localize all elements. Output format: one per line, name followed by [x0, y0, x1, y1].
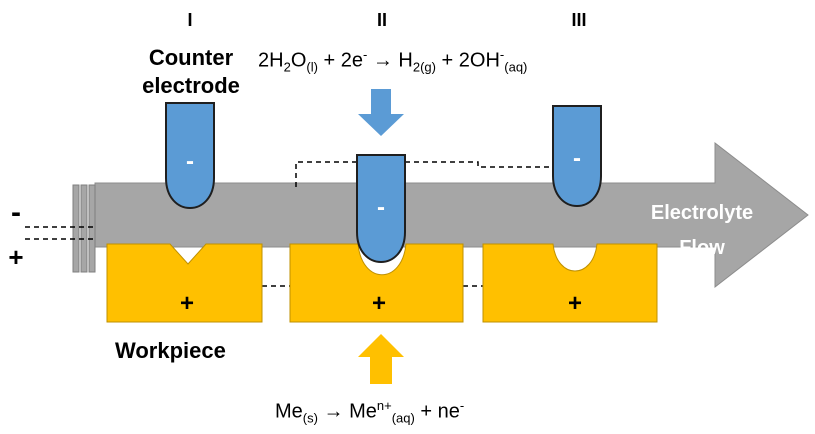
counter-electrode-3	[552, 105, 602, 207]
eq-sup: -	[459, 398, 465, 413]
workpiece-sign-1: +	[180, 290, 194, 317]
circuit-wiring	[25, 161, 552, 287]
workpiece-label: Workpiece	[115, 338, 226, 363]
cathode-reaction-arrow	[358, 89, 404, 136]
eq-sup: -	[362, 47, 368, 62]
eq-part: → H	[367, 49, 413, 72]
counter-electrode-label-line2: electrode	[142, 73, 240, 98]
eq-part: + 2e	[317, 49, 363, 72]
workpiece-block-3	[482, 243, 658, 323]
eq-sub: 2	[283, 59, 291, 75]
workpiece-block-1	[106, 243, 263, 323]
workpiece-sign-3: +	[568, 290, 582, 317]
counter-electrode-label-line1: Counter	[149, 45, 234, 70]
workpiece-block-2	[289, 243, 464, 323]
electrolyte-flow-arrow	[94, 141, 809, 289]
electrode-sign-2: -	[377, 194, 385, 221]
eq-part: 2H	[258, 49, 284, 72]
stage-label-3: III	[571, 10, 586, 30]
counter-electrode-2	[356, 154, 406, 263]
eq-part: + 2OH	[436, 49, 500, 72]
flow-channel-plate	[80, 184, 88, 273]
stage-label-1: I	[187, 10, 192, 30]
eq-part: + ne	[414, 400, 460, 423]
eq-sub: (aq)	[504, 59, 528, 75]
electrode-sign-3: -	[573, 145, 581, 172]
anode-reaction-arrow	[358, 334, 404, 384]
eq-part: → Me	[317, 400, 377, 423]
positive-terminal-sign: +	[8, 242, 23, 272]
anode-reaction-equation: Me(s) → Men+(aq) + ne-	[275, 398, 464, 426]
stage-label-2: II	[377, 10, 387, 30]
electrolyte-label-line2: Flow	[679, 237, 725, 259]
eq-sub: 2(g)	[412, 59, 436, 75]
eq-sup: -	[499, 47, 505, 62]
eq-sup: n+	[376, 398, 392, 413]
eq-sub: (s)	[302, 410, 318, 426]
flow-channel-plate	[88, 184, 96, 273]
eq-part: Me	[275, 400, 303, 423]
electrode-sign-1: -	[186, 148, 194, 175]
flow-channel-plate	[72, 184, 80, 273]
eq-part: O	[290, 49, 307, 72]
eq-sub: (l)	[306, 59, 318, 75]
counter-electrode-1	[165, 102, 215, 209]
eq-sub: (aq)	[391, 410, 415, 426]
negative-terminal-sign: -	[11, 196, 21, 229]
workpiece-sign-2: +	[372, 290, 386, 317]
electrolyte-label-line1: Electrolyte	[651, 202, 753, 224]
cathode-reaction-equation: 2H2O(l) + 2e- → H2(g) + 2OH-(aq)	[258, 47, 527, 75]
